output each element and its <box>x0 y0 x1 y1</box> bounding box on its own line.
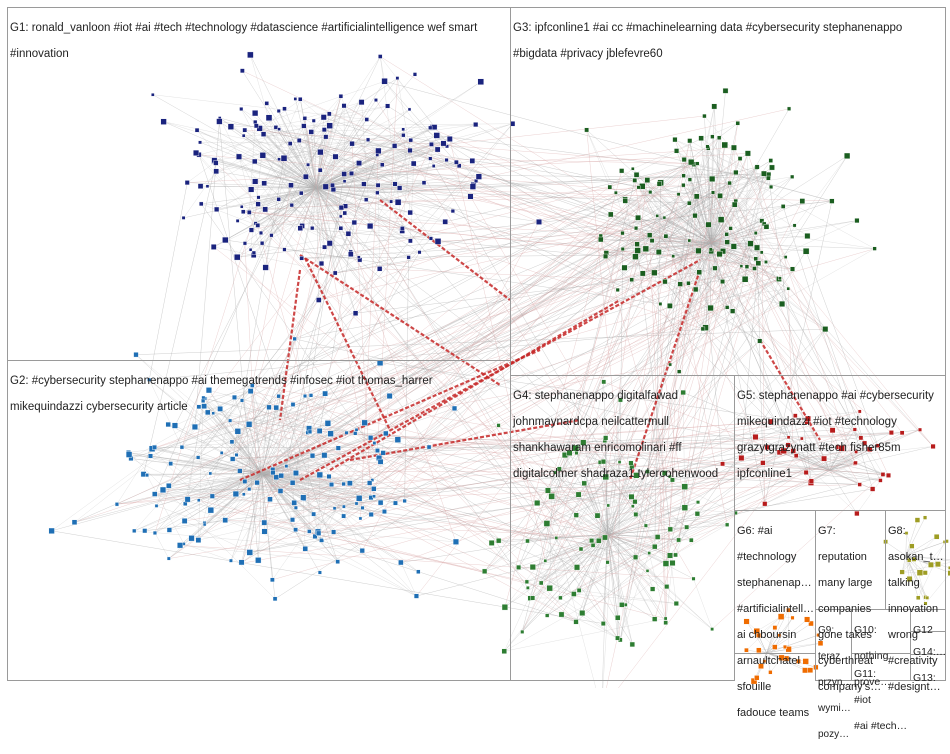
group-label-line: fadouce teams <box>737 707 815 720</box>
group-label-line: G4: stephanenappo digitalfawad <box>513 390 735 403</box>
group-label-line: G3: ipfconline1 #ai cc #machinelearning … <box>513 22 943 35</box>
group-label-g1: G1: ronald_vanloon #iot #ai #tech #techn… <box>10 9 505 74</box>
group-label-line: johnmaynardcpa neilcattermull <box>513 416 735 429</box>
group-label-line: ai chboursin <box>737 629 815 642</box>
group-label-line: G14:… <box>913 646 945 659</box>
group-label-line: talking <box>888 577 946 590</box>
group-label-line: arnaultchatel <box>737 655 815 668</box>
group-label-line: przyn… <box>818 676 852 689</box>
group-label-line: G2: #cybersecurity stephanenappo #ai the… <box>10 375 505 388</box>
group-label-g2: G2: #cybersecurity stephanenappo #ai the… <box>10 362 505 427</box>
group-label-line: G8: <box>888 525 946 538</box>
group-label-line: digitalcolmer shadraza1 tylercohenwood <box>513 468 735 481</box>
group-label-line: mikequindazzi #iot #technology <box>737 416 946 429</box>
group-label-line: grazytgrazynatt #tech fisher85m <box>737 442 946 455</box>
group-label-line: stephanenap… <box>737 577 815 590</box>
group-label-line: G6: #ai <box>737 525 815 538</box>
group-label-line: reputation <box>818 551 886 564</box>
group-label-line: pozy… <box>818 728 852 741</box>
group-label-line: #technology <box>737 551 815 564</box>
group-label-line: G11: <box>854 668 910 681</box>
group-label-line: G13: <box>913 672 945 685</box>
group-label-g9: G9: teraz przyn… wymi… pozy… <box>818 611 852 754</box>
group-label-g4: G4: stephanenappo digitalfawad johnmayna… <box>513 377 735 494</box>
group-label-line: #innovation <box>10 48 505 61</box>
group-label-line: #bigdata #privacy jblefevre60 <box>513 48 943 61</box>
group-label-g11: G11: #iot #ai #tech… <box>854 655 910 746</box>
group-label-line: shankhawaram enricomolinari #ff <box>513 442 735 455</box>
group-label-line: asokan_t… <box>888 551 946 564</box>
group-label-line: G10: <box>854 624 910 637</box>
group-label-line: #artificialintell… <box>737 603 815 616</box>
group-label-line: #iot <box>854 694 910 707</box>
group-label-line: G5: stephanenappo #ai #cybersecurity <box>737 390 946 403</box>
group-label-g13: G13: <box>913 659 945 698</box>
group-label-line: G9: <box>818 624 852 637</box>
group-label-line: many large <box>818 577 886 590</box>
group-label-g6: G6: #ai #technology stephanenap… #artifi… <box>737 512 815 733</box>
group-label-line: #ai #tech… <box>854 720 910 733</box>
group-label-line: G7: <box>818 525 886 538</box>
group-label-g5: G5: stephanenappo #ai #cybersecurity mik… <box>737 377 946 494</box>
group-label-line: G1: ronald_vanloon #iot #ai #tech #techn… <box>10 22 505 35</box>
group-label-line: mikequindazzi cybersecurity article <box>10 401 505 414</box>
group-label-line: wymi… <box>818 702 852 715</box>
group-label-line: teraz <box>818 650 852 663</box>
group-label-g3: G3: ipfconline1 #ai cc #machinelearning … <box>513 9 943 74</box>
group-label-line: ipfconline1 <box>737 468 946 481</box>
